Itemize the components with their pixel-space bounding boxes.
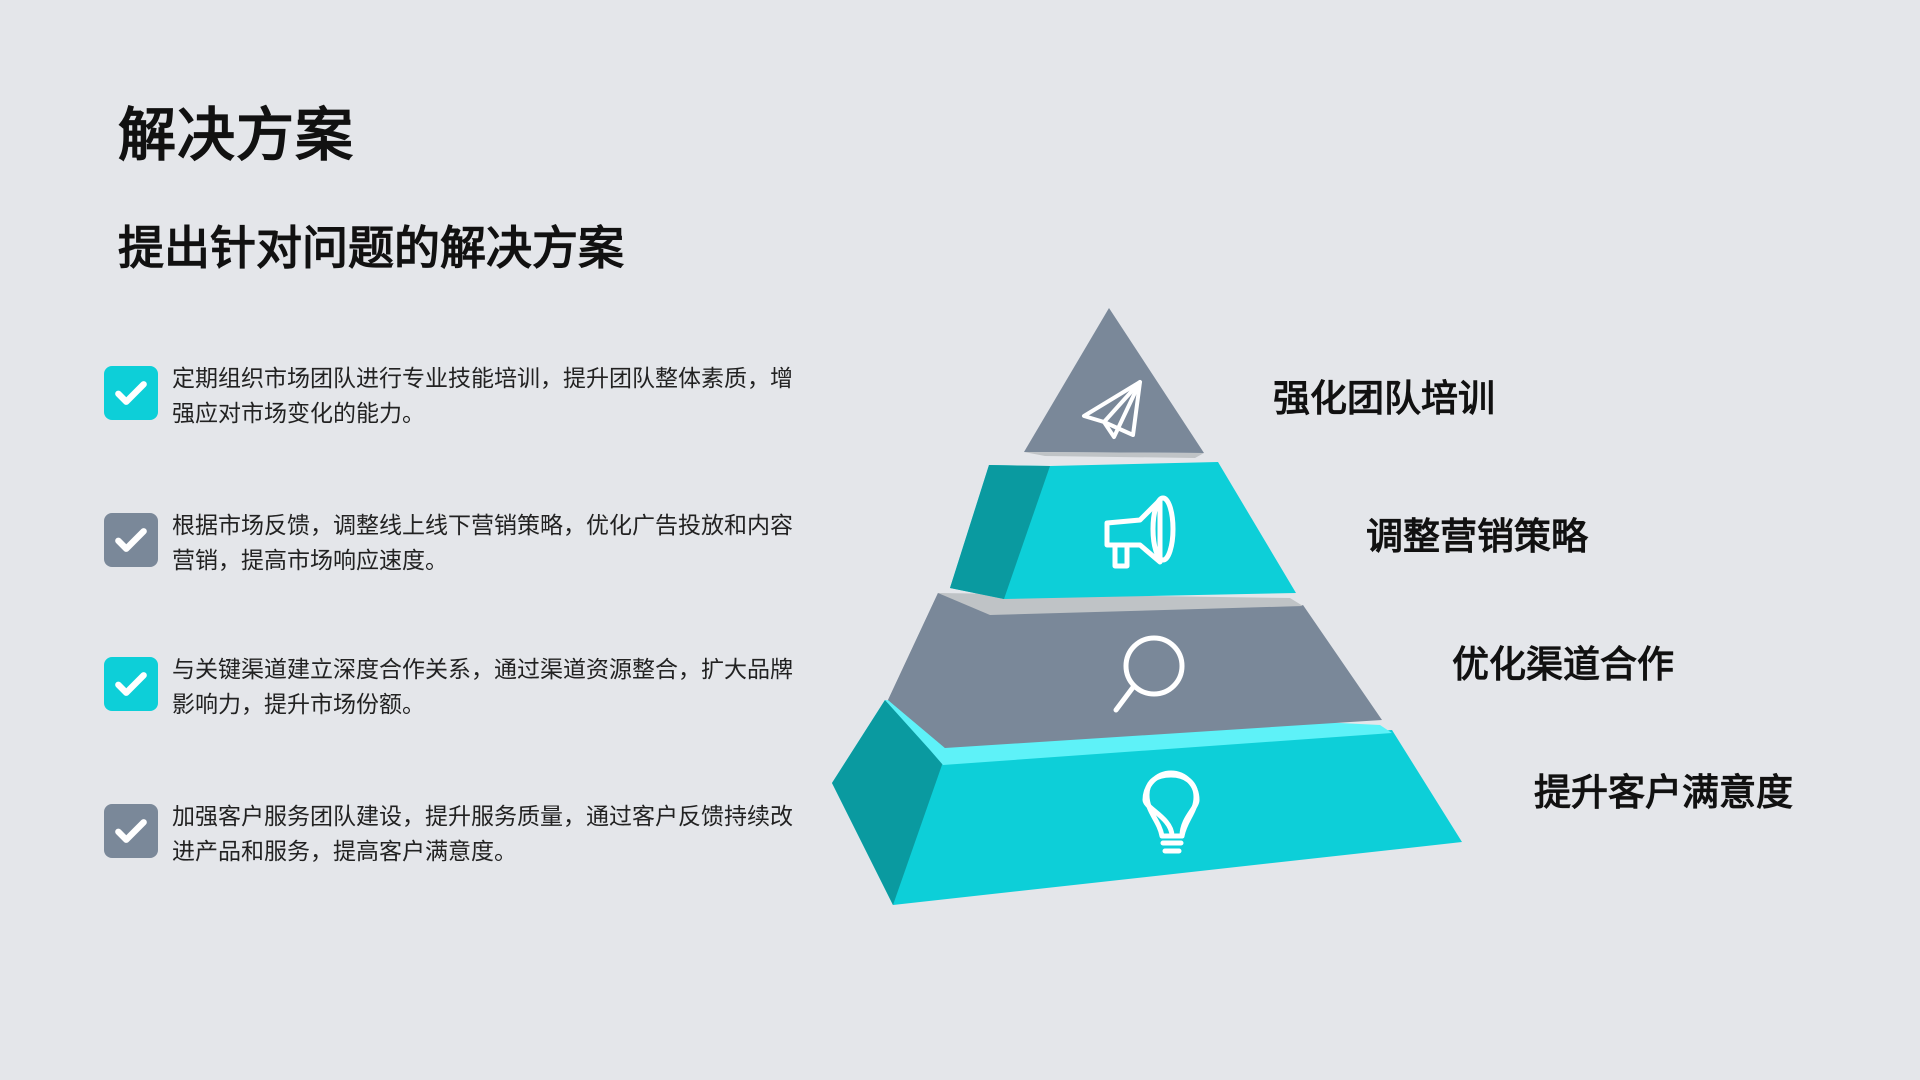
checklist-text: 与关键渠道建立深度合作关系，通过渠道资源整合，扩大品牌影响力，提升市场份额。 bbox=[172, 657, 793, 718]
megaphone-icon bbox=[1104, 495, 1176, 569]
checkbox-checked-icon[interactable] bbox=[104, 657, 158, 711]
checklist-item: 定期组织市场团队进行专业技能培训，提升团队整体素质，增强应对市场变化的能力。 bbox=[104, 362, 794, 432]
paper-plane-icon bbox=[1082, 380, 1142, 439]
checklist-text: 根据市场反馈，调整线上线下营销策略，优化广告投放和内容营销，提高市场响应速度。 bbox=[172, 513, 793, 574]
page-title: 解决方案 bbox=[118, 101, 355, 169]
pyramid-label-4: 提升客户满意度 bbox=[1534, 771, 1793, 814]
page-subtitle: 提出针对问题的解决方案 bbox=[118, 221, 624, 275]
pyramid-label-3: 优化渠道合作 bbox=[1452, 643, 1674, 686]
pyramid-label-1: 强化团队培训 bbox=[1273, 377, 1495, 420]
lightbulb-icon bbox=[1142, 770, 1200, 854]
pyramid-level-1 bbox=[1024, 308, 1204, 458]
pyramid-label-2: 调整营销策略 bbox=[1366, 515, 1588, 558]
checklist-text: 加强客户服务团队建设，提升服务质量，通过客户反馈持续改进产品和服务，提高客户满意… bbox=[172, 804, 793, 865]
checklist-text: 定期组织市场团队进行专业技能培训，提升团队整体素质，增强应对市场变化的能力。 bbox=[172, 366, 793, 427]
checklist-item: 与关键渠道建立深度合作关系，通过渠道资源整合，扩大品牌影响力，提升市场份额。 bbox=[104, 653, 794, 723]
pyramid-level-2 bbox=[950, 462, 1296, 599]
checkbox-checked-icon[interactable] bbox=[104, 513, 158, 567]
magnifier-icon bbox=[1113, 635, 1185, 713]
checklist-item: 根据市场反馈，调整线上线下营销策略，优化广告投放和内容营销，提高市场响应速度。 bbox=[104, 509, 794, 579]
checkbox-checked-icon[interactable] bbox=[104, 804, 158, 858]
checkbox-checked-icon[interactable] bbox=[104, 366, 158, 420]
checklist-item: 加强客户服务团队建设，提升服务质量，通过客户反馈持续改进产品和服务，提高客户满意… bbox=[104, 800, 794, 870]
pyramid-level-4 bbox=[832, 700, 1462, 905]
pyramid-level-3 bbox=[888, 593, 1382, 748]
